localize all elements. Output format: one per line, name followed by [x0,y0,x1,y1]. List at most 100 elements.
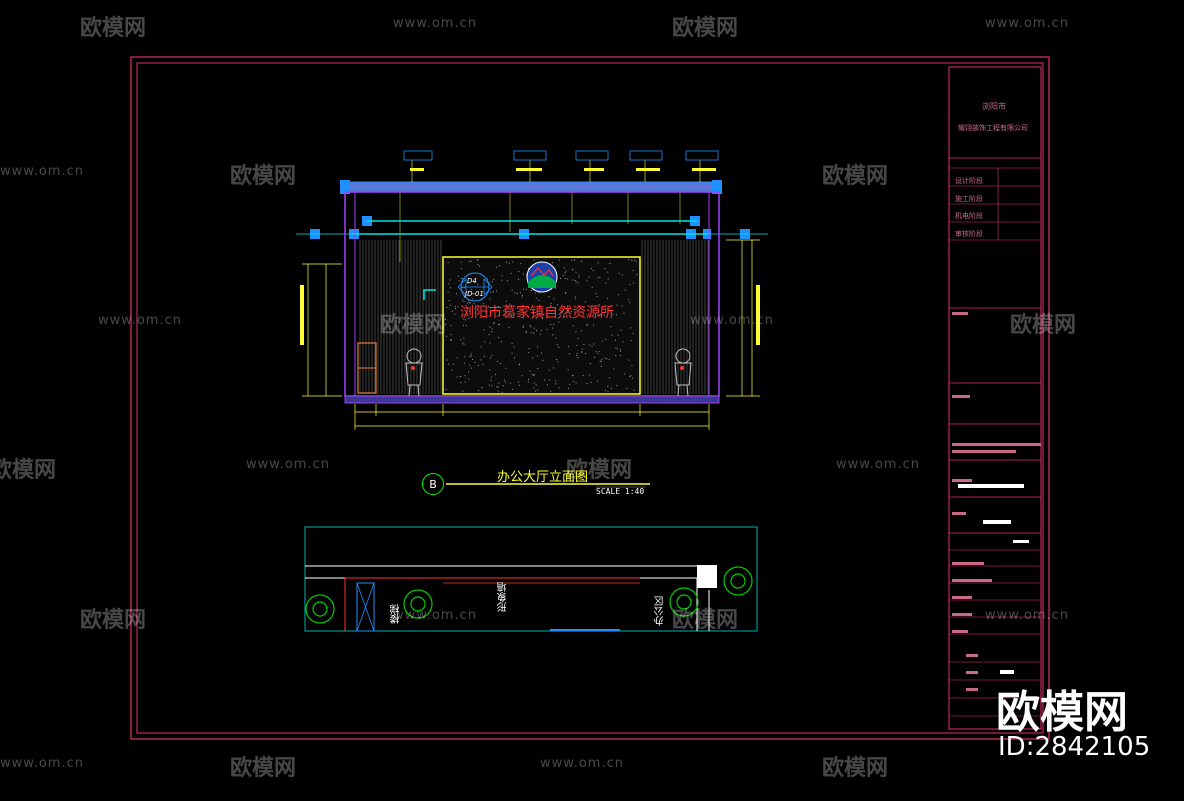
panel-speckle [565,292,567,293]
panel-speckle [619,354,621,356]
panel-speckle [581,351,583,353]
panel-speckle [457,306,459,308]
panel-speckle [619,350,621,352]
watermark: 欧模网 [380,313,447,338]
panel-speckle [514,292,516,294]
figure-left [405,348,423,397]
panel-speckle [479,265,480,267]
panel-speckle [619,349,621,351]
panel-speckle [491,328,493,330]
panel-speckle [469,261,470,262]
panel-speckle [509,303,511,305]
panel-speckle [576,345,578,346]
panel-speckle [577,282,579,284]
plan-label-office: 办公区 [655,596,666,626]
panel-speckle [530,326,532,328]
panel-speckle [546,315,548,317]
panel-speckle [451,369,453,371]
panel-speckle [462,299,463,301]
panel-speckle [586,324,588,326]
panel-speckle [589,363,591,365]
panel-speckle [447,262,449,264]
panel-speckle [456,293,457,295]
panel-speckle [460,339,462,341]
panel-speckle [568,387,569,389]
inner-frame [136,62,1044,734]
panel-speckle [562,310,564,312]
panel-speckle [533,332,535,334]
panel-speckle [605,282,607,284]
panel-speckle [553,298,555,300]
panel-speckle [468,371,469,373]
panel-speckle [510,272,512,274]
panel-speckle [461,268,462,270]
panel-speckle [489,342,491,344]
panel-speckle [472,298,474,300]
panel-speckle [531,373,533,375]
panel-speckle [477,259,479,261]
panel-speckle [565,292,567,294]
panel-speckle [572,325,574,327]
brand-logo-text: 欧模网 [996,687,1128,738]
panel-speckle [575,382,577,384]
panel-speckle [462,342,464,344]
panel-speckle [581,330,582,332]
panel-speckle [560,278,561,280]
panel-speckle [582,348,584,350]
panel-speckle [612,314,614,316]
panel-speckle [543,314,545,315]
panel-speckle [480,359,482,361]
panel-speckle [463,356,465,358]
panel-speckle [597,277,599,279]
panel-speckle [552,327,553,329]
panel-speckle [574,280,576,281]
panel-speckle [607,391,609,393]
panel-speckle [533,382,535,384]
panel-speckle [632,332,634,334]
panel-speckle [533,374,535,376]
panel-speckle [533,327,535,329]
panel-speckle [488,334,490,336]
panel-speckle [473,302,475,304]
panel-speckle [597,262,599,264]
panel-speckle [569,383,571,385]
panel-speckle [522,325,524,327]
panel-speckle [477,364,479,366]
panel-speckle [469,355,471,357]
panel-speckle [606,358,608,360]
panel-speckle [564,278,566,279]
watermark: www.om.cn [393,16,477,31]
panel-speckle [598,304,600,306]
panel-speckle [450,340,452,341]
panel-speckle [618,294,619,296]
panel-speckle [621,274,623,276]
panel-speckle [575,331,577,333]
panel-speckle [511,314,513,316]
panel-speckle [525,288,527,290]
panel-speckle [556,344,558,346]
panel-speckle [505,261,507,263]
panel-speckle [558,313,560,315]
panel-speckle [522,273,524,275]
panel-speckle [518,384,520,386]
panel-speckle [623,312,625,314]
panel-speckle [574,259,576,261]
panel-speckle [533,387,535,389]
panel-speckle [535,317,537,319]
panel-speckle [567,278,569,280]
panel-speckle [491,385,493,387]
panel-speckle [571,375,573,377]
panel-speckle [500,341,502,343]
panel-speckle [591,286,593,288]
panel-speckle [609,377,611,379]
panel-speckle [467,282,469,284]
panel-speckle [496,386,498,388]
watermark: www.om.cn [393,608,477,623]
panel-speckle [607,278,609,280]
panel-speckle [517,381,519,383]
panel-speckle [599,360,601,362]
panel-speckle [595,293,597,294]
panel-speckle [556,304,558,306]
panel-speckle [537,314,539,316]
panel-speckle [460,261,462,263]
